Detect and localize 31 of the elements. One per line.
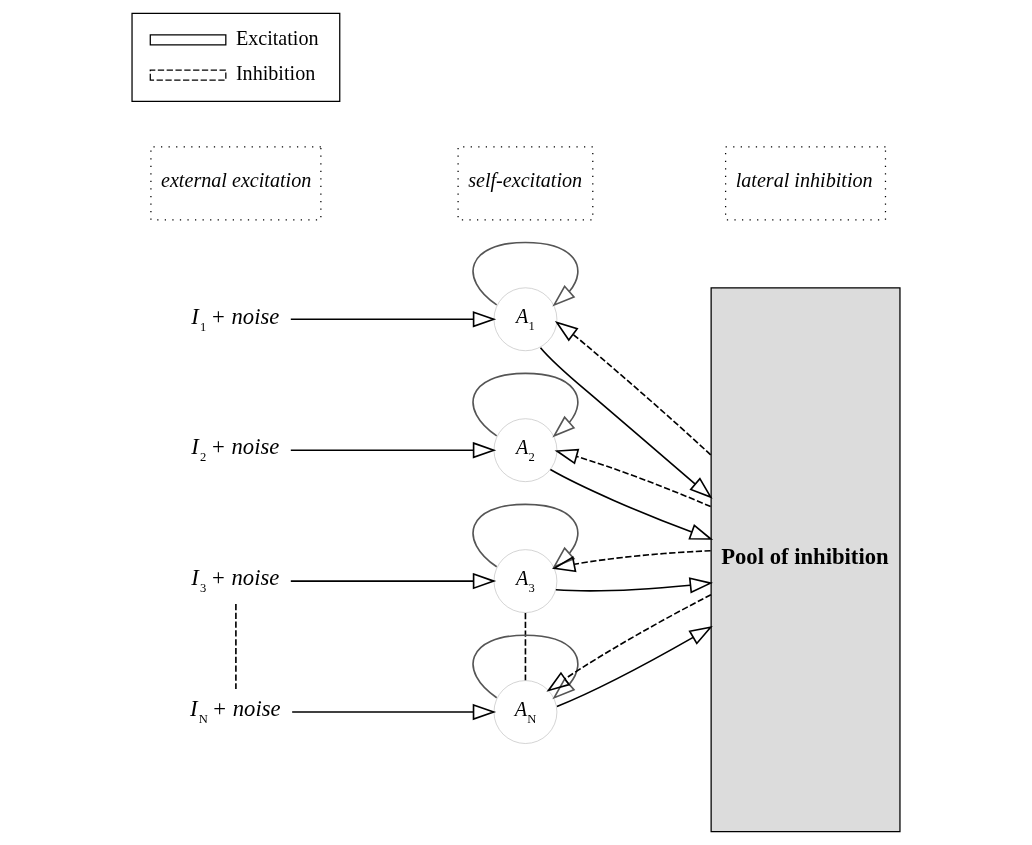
node-circle: A$_{1}$ bbox=[493, 287, 558, 352]
arrow bbox=[291, 703, 497, 721]
arrow bbox=[554, 448, 712, 508]
arrow bbox=[472, 372, 579, 438]
arrow bbox=[549, 468, 714, 540]
node-text: I$_{3}$ + noise bbox=[191, 565, 280, 596]
node-box: lateral inhibition bbox=[725, 146, 887, 221]
node-text: I$_{2}$ + noise bbox=[191, 434, 280, 465]
node-text: I$_{N}$ + noise bbox=[189, 696, 281, 727]
arrow bbox=[472, 503, 579, 569]
node-text: I$_{1}$ + noise bbox=[191, 303, 280, 334]
node-box: external excitation bbox=[150, 146, 322, 221]
arrow bbox=[472, 241, 579, 307]
arrow bbox=[472, 634, 579, 700]
legend-label: Excitation bbox=[235, 26, 319, 49]
node-circle: A$_{N}$ bbox=[493, 680, 558, 744]
arrow bbox=[551, 549, 712, 573]
arrow bbox=[539, 346, 713, 499]
node-circle: A$_{2}$ bbox=[493, 418, 558, 482]
connector bbox=[235, 603, 237, 690]
node-circle: A$_{3}$ bbox=[493, 549, 558, 613]
arrow bbox=[554, 320, 712, 456]
node-box: self-excitation bbox=[457, 146, 594, 221]
arrow bbox=[290, 442, 497, 459]
connector bbox=[524, 612, 527, 682]
arrow bbox=[290, 311, 497, 328]
arrow bbox=[555, 577, 713, 594]
arrow bbox=[290, 572, 497, 590]
arrow bbox=[556, 626, 713, 708]
node-box: Pool of inhibition bbox=[710, 287, 901, 833]
legend-label: Inhibition bbox=[235, 61, 316, 84]
